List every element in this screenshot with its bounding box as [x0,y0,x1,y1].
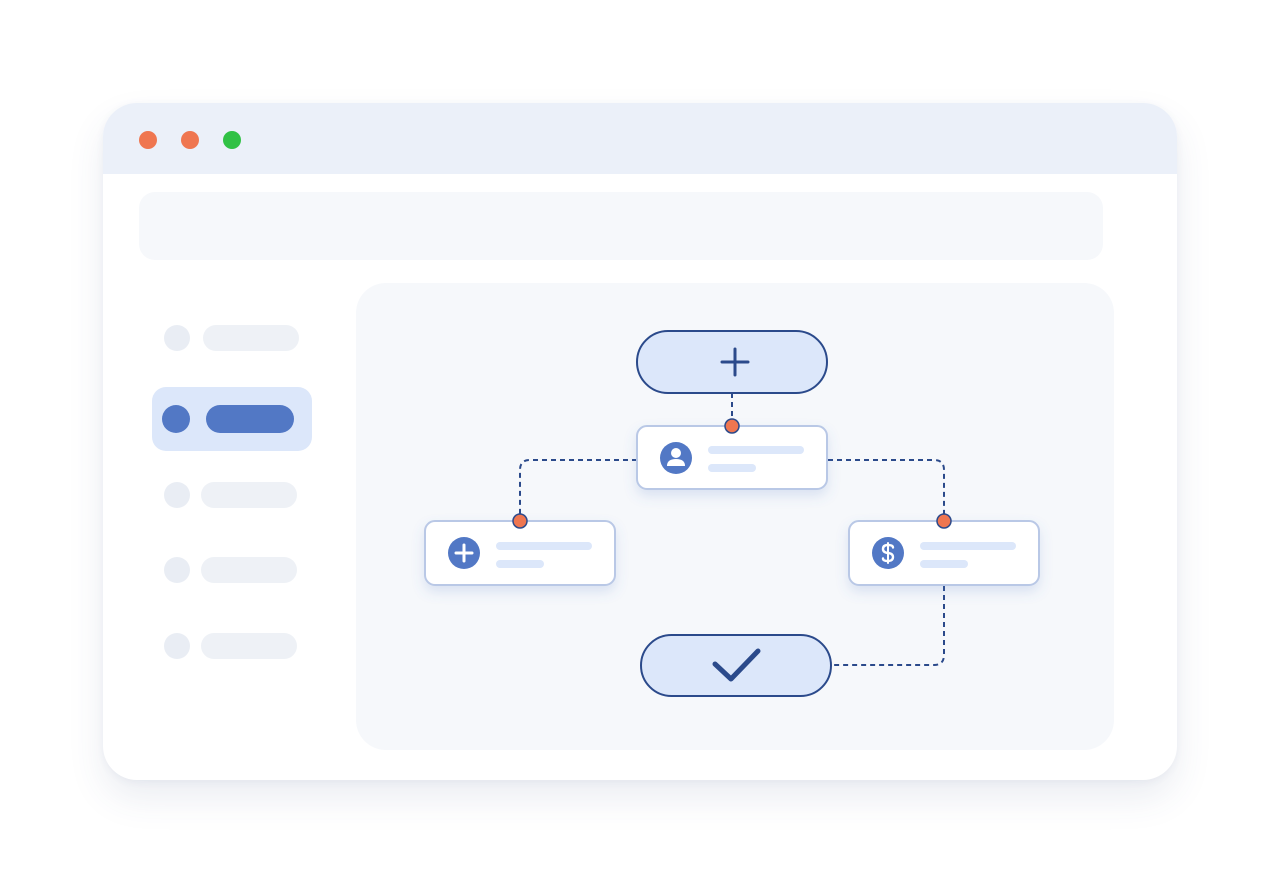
sidebar-item-label [201,482,297,508]
node-line-primary [708,446,804,454]
dollar-icon [872,537,904,569]
connector-user-to-add [519,459,637,521]
connector-payment-to-end [832,586,945,666]
app-window [103,103,1177,780]
sidebar-item-3[interactable] [164,482,304,508]
ports [512,418,952,529]
sidebar-item-label [201,557,297,583]
port-add-top[interactable] [512,513,528,529]
node-line-secondary [496,560,544,568]
sidebar-item-icon [164,325,190,351]
node-line-primary [496,542,592,550]
plus-icon [720,347,750,377]
checkmark-icon [712,648,761,682]
close-dot[interactable] [139,131,157,149]
sidebar-item-label [203,325,299,351]
sidebar-item-icon [164,557,190,583]
sidebar-item-icon [164,482,190,508]
maximize-dot[interactable] [223,131,241,149]
sidebar-item-label [206,405,294,433]
node-line-primary [920,542,1016,550]
sidebar-item-label [201,633,297,659]
payment-node[interactable] [848,520,1040,586]
node-line-secondary [708,464,756,472]
start-node[interactable] [636,330,828,394]
minimize-dot[interactable] [181,131,199,149]
add-node[interactable] [424,520,616,586]
port-payment-top[interactable] [936,513,952,529]
user-icon [660,442,692,474]
end-node[interactable] [640,634,832,697]
sidebar-item-2-active[interactable] [152,387,312,451]
port-user-top[interactable] [724,418,740,434]
sidebar-item-4[interactable] [164,557,304,583]
plus-circle-icon [448,537,480,569]
node-line-secondary [920,560,968,568]
sidebar-item-icon [164,633,190,659]
top-search-bar[interactable] [139,192,1103,260]
user-node[interactable] [636,425,828,490]
sidebar-item-icon [162,405,190,433]
sidebar-item-5[interactable] [164,633,304,659]
connector-user-to-payment [828,459,945,521]
sidebar-item-1[interactable] [164,325,304,351]
title-bar [103,103,1177,174]
